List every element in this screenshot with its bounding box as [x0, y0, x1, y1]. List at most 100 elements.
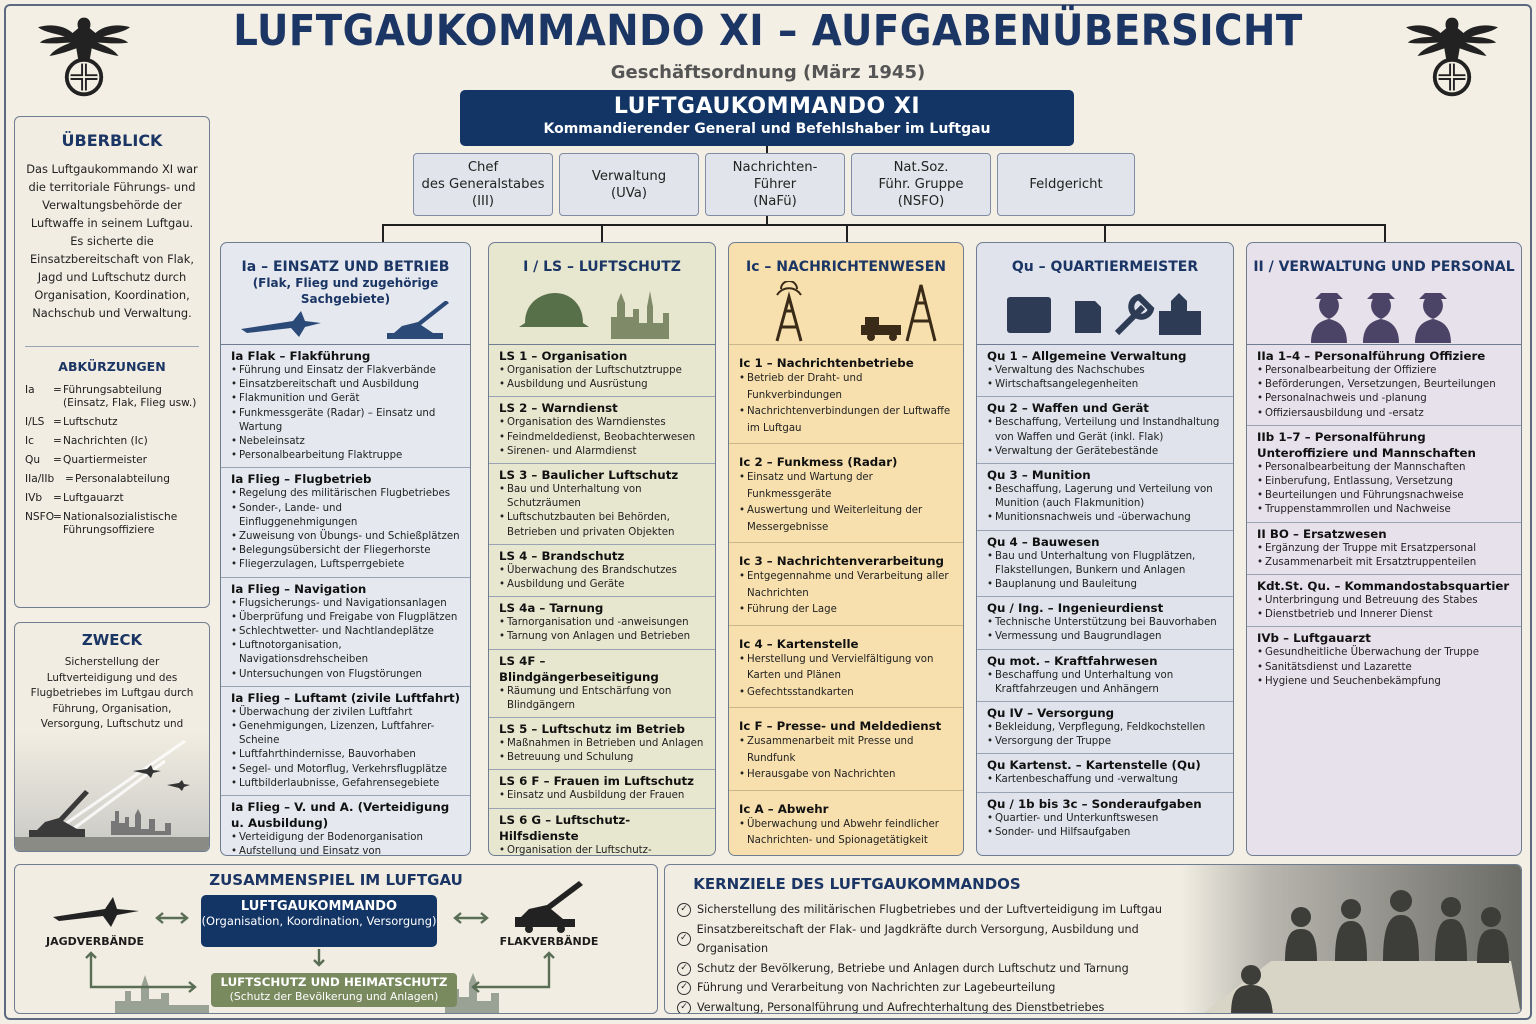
fighter-units-label: JAGDVERBÄNDE: [45, 935, 144, 948]
task-item: Tarnorganisation und -anweisungen: [499, 616, 707, 630]
department-title: Ia Flieg – Navigation: [231, 581, 367, 596]
task-item: Auswertung und Weiterleitung der Messerg…: [739, 503, 955, 536]
goal-item: ✓ Führung und Verarbeitung von Nachrichte…: [677, 978, 1197, 998]
goal-item: ✓ Sicherstellung des militärischen Flugbe…: [677, 900, 1197, 920]
staff-chief-of-staff: Chef des Generalstabes (III): [413, 153, 553, 216]
task-item: Ausbildung und Ausrüstung: [499, 378, 707, 392]
department-section: IVb – LuftgauarztGesundheitliche Überwac…: [1247, 627, 1521, 693]
air-raid-protection-box: LUFTSCHUTZ UND HEIMATSCHUTZ (Schutz der …: [211, 973, 457, 1007]
department-section: II BO – ErsatzwesenErgänzung der Truppe …: [1247, 523, 1521, 576]
task-item: Ergänzung der Truppe mit Ersatzpersonal: [1257, 542, 1513, 556]
goals-title: KERNZIELE DES LUFTGAUKOMMANDOS: [693, 875, 1021, 893]
interplay-command-title: LUFTGAUKOMMANDO: [240, 899, 398, 914]
air-raid-protection-title: LUFTSCHUTZ UND HEIMATSCHUTZ: [220, 975, 448, 989]
goal-item: ✓Schutz der Bevölkerung, Betriebe und An…: [677, 959, 1197, 979]
abbreviation-row: I/LS=Luftschutz: [25, 416, 199, 429]
abbreviation-value: Nachrichten (Ic): [63, 435, 148, 447]
task-item: Personalbearbeitung Flaktruppe: [231, 449, 462, 463]
task-item: Genehmigungen, Lizenzen, Luftfahrer-Sche…: [231, 720, 462, 748]
task-item: Personalbearbeitung der Offiziere: [1257, 364, 1513, 378]
task-item: Bekleidung, Verpflegung, Feldkochstellen: [987, 721, 1225, 735]
department-title: LS 6 G – Luftschutz-Hilfsdienste: [499, 812, 631, 843]
task-item: Nebeleinsatz: [231, 435, 462, 449]
equals-sign: =: [53, 435, 62, 447]
interplay-title: ZUSAMMENSPIEL IM LUFTGAU: [209, 871, 463, 889]
fighter-plane-icon: [53, 897, 139, 927]
task-item: Dienstbetrieb und Innerer Dienst: [1257, 608, 1513, 622]
abbreviation-value: Luftgauarzt: [63, 492, 124, 504]
task-item: Betreuung und Schulung: [499, 751, 707, 765]
department-section: IIb 1–7 – Personalführung Unteroffiziere…: [1247, 426, 1521, 523]
task-item: Herausgabe von Nachrichten: [739, 767, 955, 784]
interplay-arrows-icon: [85, 912, 555, 993]
department-section: Ia Flieg – Luftamt (zivile Luftfahrt)Übe…: [221, 687, 470, 797]
goal-text: Verwaltung, Personalführung und Aufrecht…: [697, 1000, 1105, 1014]
task-item: Sanitätsdienst und Lazarette: [1257, 661, 1513, 675]
task-item: Überwachung und Abwehr feindlicher Nachr…: [739, 817, 955, 850]
department-section: LS 3 – Baulicher LuftschutzBau und Unter…: [489, 464, 715, 545]
purpose-title: ZWECK: [81, 631, 143, 649]
department-title: Ic A – Abwehr: [739, 801, 829, 816]
column-header: I / LS – LUFTSCHUTZ: [489, 243, 715, 345]
department-title: LS 5 – Luftschutz im Betrieb: [499, 722, 685, 737]
department-title: Qu 4 – Bauwesen: [987, 534, 1100, 549]
abbreviation-key: IVb: [25, 492, 43, 504]
department-title: Qu IV – Versorgung: [987, 706, 1115, 721]
command-subtitle: Kommandierender General und Befehlshaber…: [543, 121, 991, 137]
staff-label: Feldgericht: [1029, 177, 1103, 192]
department-section: Qu / Ing. – IngenieurdienstTechnische Un…: [977, 597, 1233, 650]
department-section: Qu 4 – BauwesenBau und Unterhaltung von …: [977, 531, 1233, 598]
department-section: Qu mot. – KraftfahrwesenBeschaffung und …: [977, 650, 1233, 703]
column-header: II / VERWALTUNG UND PERSONAL: [1247, 243, 1521, 345]
flak-city-illustration-icon: [15, 731, 209, 851]
column-ls-air-raid-protection: I / LS – LUFTSCHUTZ LS 1 – OrganisationO…: [488, 242, 716, 856]
column-sections: Ic 1 – NachrichtenbetriebeBetrieb der Dr…: [729, 345, 963, 855]
goals-list: ✓ Sicherstellung des militärischen Flugbe…: [677, 900, 1197, 1014]
task-item: Schlechtwetter- und Nachtlandeplätze: [231, 625, 462, 639]
overview-text: Das Luftgaukommando XI war die territori…: [26, 162, 198, 320]
goal-text: Sicherstellung des militärischen Flugbet…: [697, 903, 1163, 916]
task-item: Aufstellung und Einsatz von Sicherungsei…: [231, 845, 462, 855]
task-item: Überwachung des Brandschutzes: [499, 564, 707, 578]
department-title: Qu 1 – Allgemeine Verwaltung: [987, 349, 1187, 363]
task-item: Beförderungen, Versetzungen, Beurteilung…: [1257, 378, 1513, 392]
abbreviation-value: Personalabteilung: [75, 473, 170, 485]
page-title: LUFTGAUKOMMANDO XI – AUFGABENÜBERSICHT: [233, 6, 1303, 56]
department-section: Ic F – Presse- und MeldedienstZusammenar…: [729, 708, 963, 791]
officers-map-table-photo-icon: [1181, 865, 1521, 1013]
department-section: Qu Kartenst. – Kartenstelle (Qu)Kartenbe…: [977, 754, 1233, 793]
department-section: LS 6 G – Luftschutz-HilfsdiensteOrganisa…: [489, 809, 715, 855]
column-title: Ic – NACHRICHTENWESEN: [746, 259, 946, 275]
check-circle-icon: ✓: [677, 902, 691, 917]
department-section: Qu 2 – Waffen und GerätBeschaffung, Vert…: [977, 397, 1233, 465]
abbreviation-key: NSFO: [25, 511, 55, 523]
department-title: LS 4a – Tarnung: [499, 601, 604, 616]
task-item: Verwaltung des Nachschubes: [987, 364, 1225, 378]
department-section: LS 5 – Luftschutz im BetriebMaßnahmen in…: [489, 718, 715, 771]
column-subtitle: (Flak, Flieg und zugehörige Sachgebiete): [252, 276, 439, 306]
task-item: Entgegennahme und Verarbeitung aller Nac…: [739, 569, 955, 602]
task-item: Munitionsnachweis und -überwachung: [987, 511, 1225, 525]
equals-sign: =: [53, 454, 62, 466]
task-item: Gefechtsstandkarten: [739, 685, 955, 702]
task-item: Beschaffung, Lagerung und Verteilung von…: [987, 483, 1225, 511]
column-title: II / VERWALTUNG UND PERSONAL: [1253, 259, 1515, 275]
task-item: Ausbildung und Geräte: [499, 578, 707, 592]
department-section: Qu 3 – MunitionBeschaffung, Lagerung und…: [977, 464, 1233, 531]
check-circle-icon: ✓: [677, 981, 691, 996]
task-item: Personalbearbeitung der Mannschaften: [1257, 461, 1513, 475]
department-title: LS 3 – Baulicher Luftschutz: [499, 468, 679, 483]
abbreviation-value: Luftschutz: [63, 416, 118, 428]
department-title: Qu / Ing. – Ingenieurdienst: [987, 601, 1164, 616]
staff-administration: Verwaltung (UVa): [559, 153, 699, 216]
task-item: Einsatz und Ausbildung der Frauen: [499, 789, 707, 803]
goal-text: Führung und Verarbeitung von Nachrichten…: [697, 981, 1056, 995]
column-sections: Ia Flak – FlakführungFührung und Einsatz…: [221, 345, 470, 855]
equals-sign: =: [53, 384, 62, 396]
check-circle-icon: ✓: [677, 932, 691, 947]
task-item: Organisation der Luftschutztruppe: [499, 364, 707, 378]
task-item: Organisation des Warndienstes: [499, 416, 707, 430]
department-section: Qu 1 – Allgemeine VerwaltungVerwaltung d…: [977, 345, 1233, 398]
column-header: Ic – NACHRICHTENWESEN: [729, 243, 963, 345]
department-title: Ia Flieg – V. und A. (Verteidigung u. Au…: [231, 800, 450, 831]
